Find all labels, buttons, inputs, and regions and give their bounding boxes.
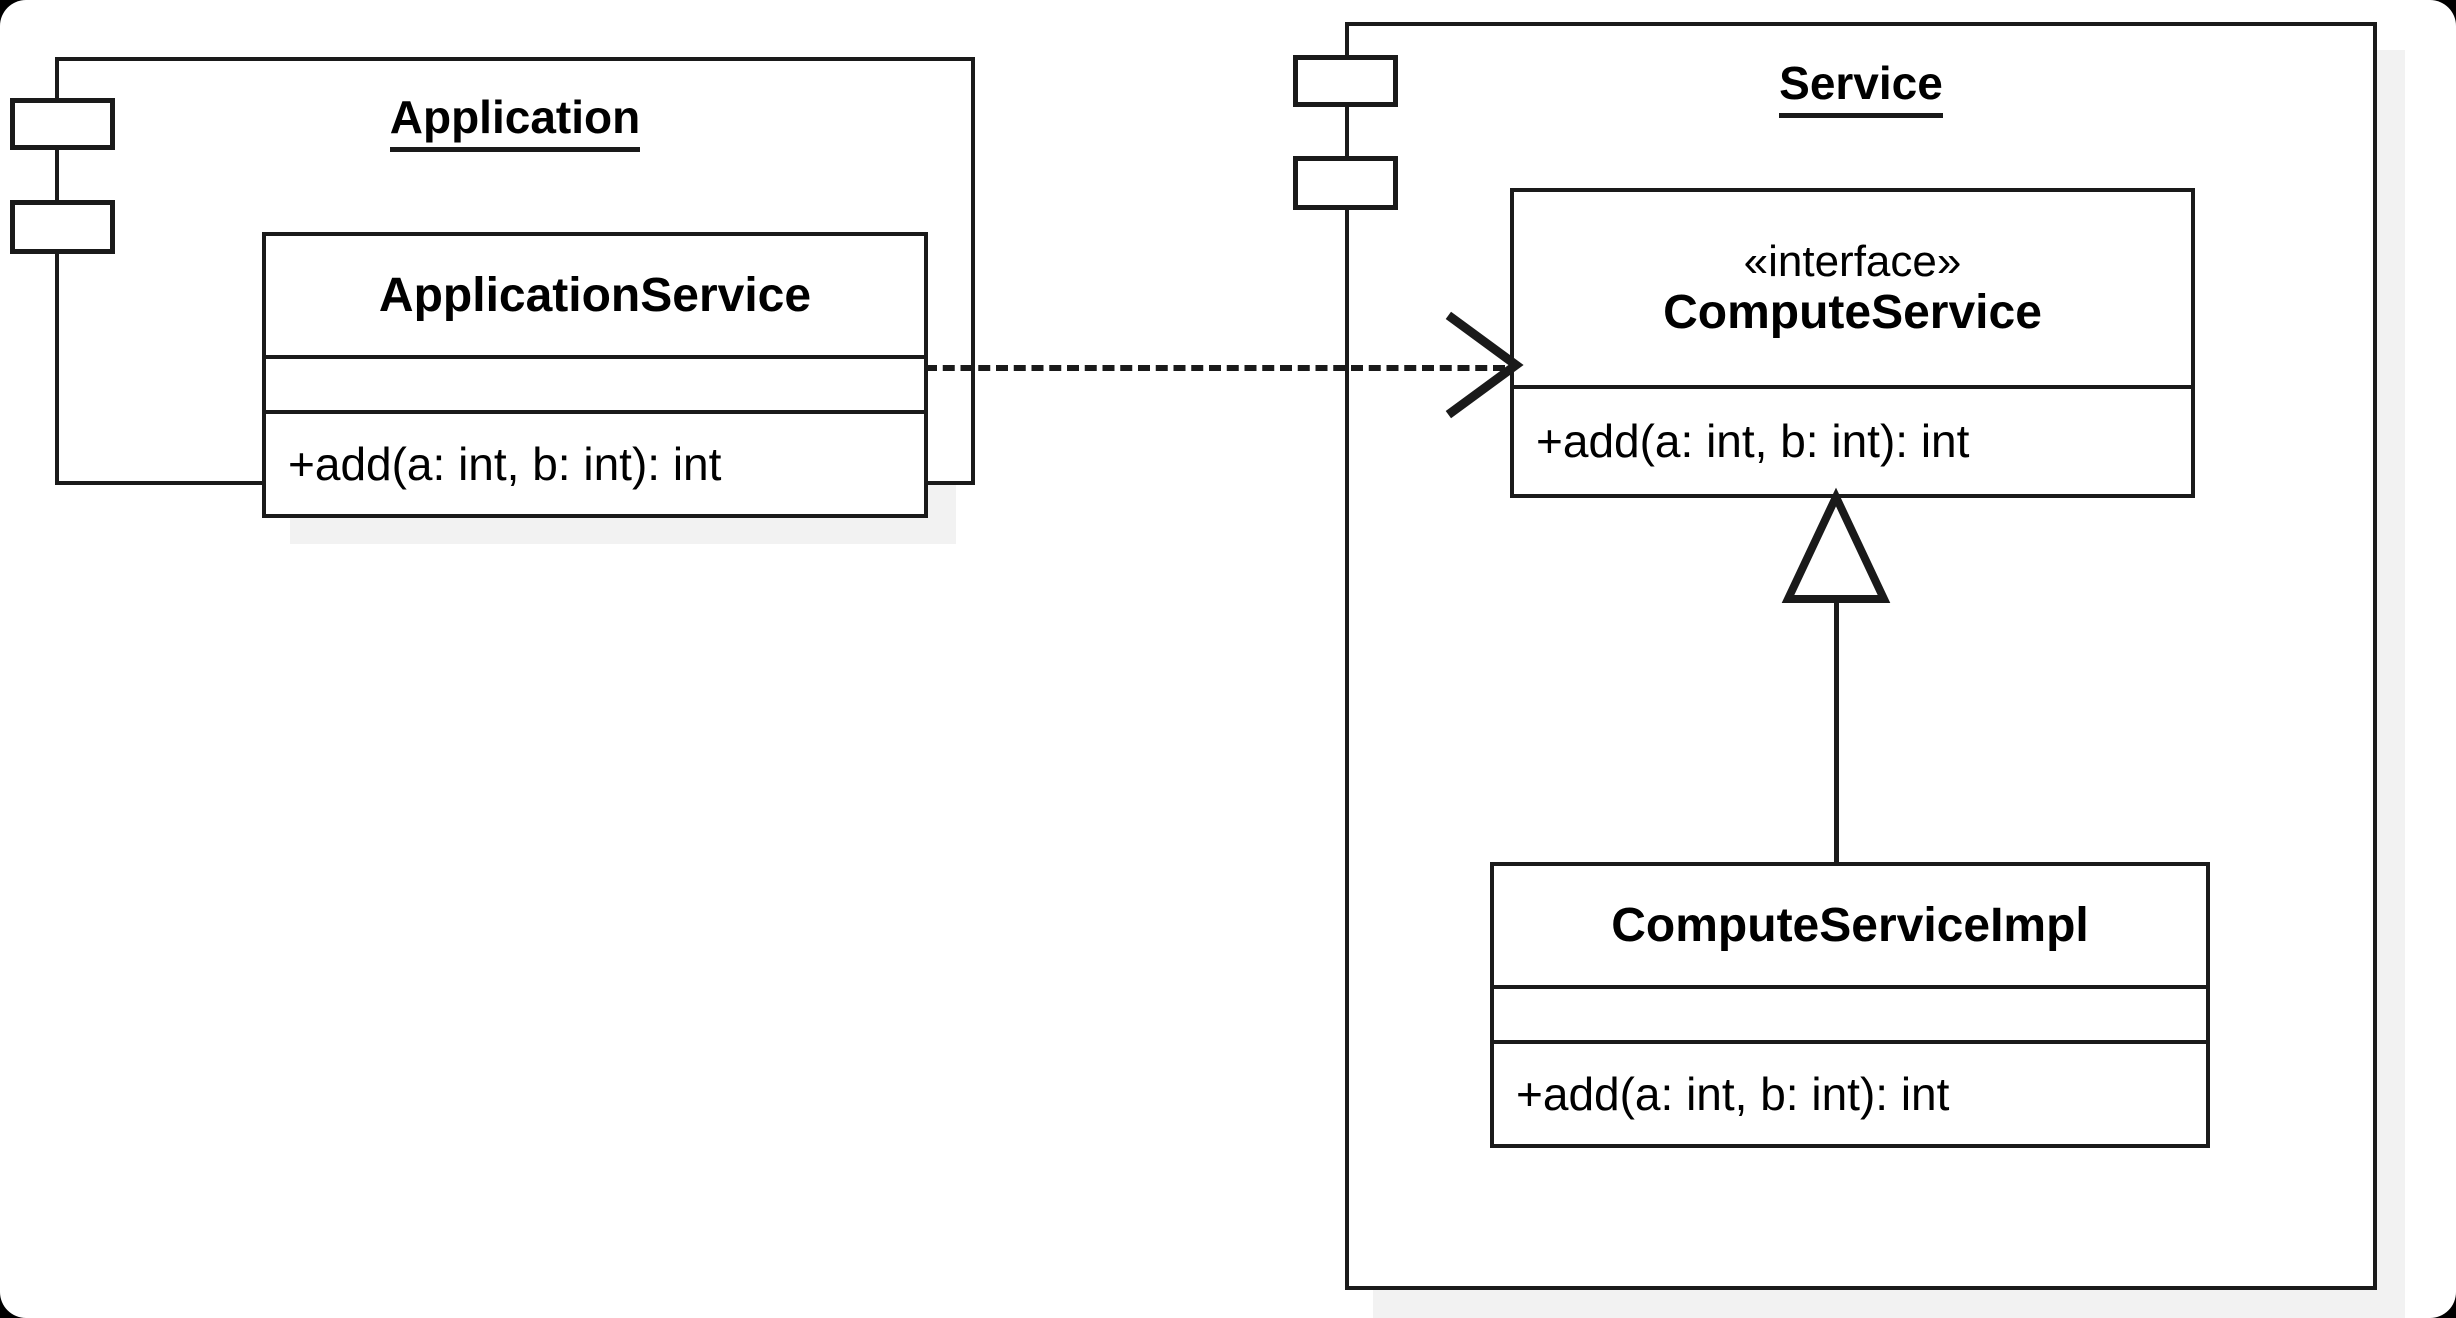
class-operations-compartment: +add(a: int, b: int): int [1494, 1044, 2206, 1144]
class-attributes-compartment [266, 359, 924, 414]
component-icon-application [10, 98, 115, 254]
component-icon-tab-upper [1293, 55, 1398, 107]
generalization-line-impl-to-compute [1834, 596, 1839, 866]
component-application-title: Application [55, 94, 975, 152]
class-name-compartment: «interface» ComputeService [1514, 192, 2191, 389]
dependency-line-app-to-compute [925, 365, 1505, 371]
component-icon-tab-lower [10, 200, 115, 254]
component-application-title-text: Application [389, 94, 641, 152]
component-icon-tab-lower [1293, 156, 1398, 210]
class-name-text: ComputeService [1663, 286, 2042, 340]
class-compute-service-impl[interactable]: ComputeServiceImpl +add(a: int, b: int):… [1490, 862, 2210, 1148]
class-attributes-compartment [1494, 989, 2206, 1044]
class-operation-item: +add(a: int, b: int): int [288, 437, 722, 490]
class-stereotype-text: «interface» [1743, 236, 1962, 286]
class-name-compartment: ComputeServiceImpl [1494, 866, 2206, 989]
component-service-title-text: Service [1779, 60, 1943, 118]
class-operations-compartment: +add(a: int, b: int): int [266, 414, 924, 514]
class-compute-service[interactable]: «interface» ComputeService +add(a: int, … [1510, 188, 2195, 498]
class-operation-item: +add(a: int, b: int): int [1516, 1067, 1950, 1120]
class-operations-compartment: +add(a: int, b: int): int [1514, 389, 2191, 494]
component-icon-tab-upper [10, 98, 115, 150]
class-application-service[interactable]: ApplicationService +add(a: int, b: int):… [262, 232, 928, 518]
class-name-text: ComputeServiceImpl [1611, 898, 2089, 952]
class-name-text: ApplicationService [378, 268, 812, 322]
class-operation-item: +add(a: int, b: int): int [1536, 415, 1970, 468]
component-service-title: Service [1345, 60, 2377, 118]
class-name-compartment: ApplicationService [266, 236, 924, 359]
component-icon-service [1293, 55, 1398, 210]
